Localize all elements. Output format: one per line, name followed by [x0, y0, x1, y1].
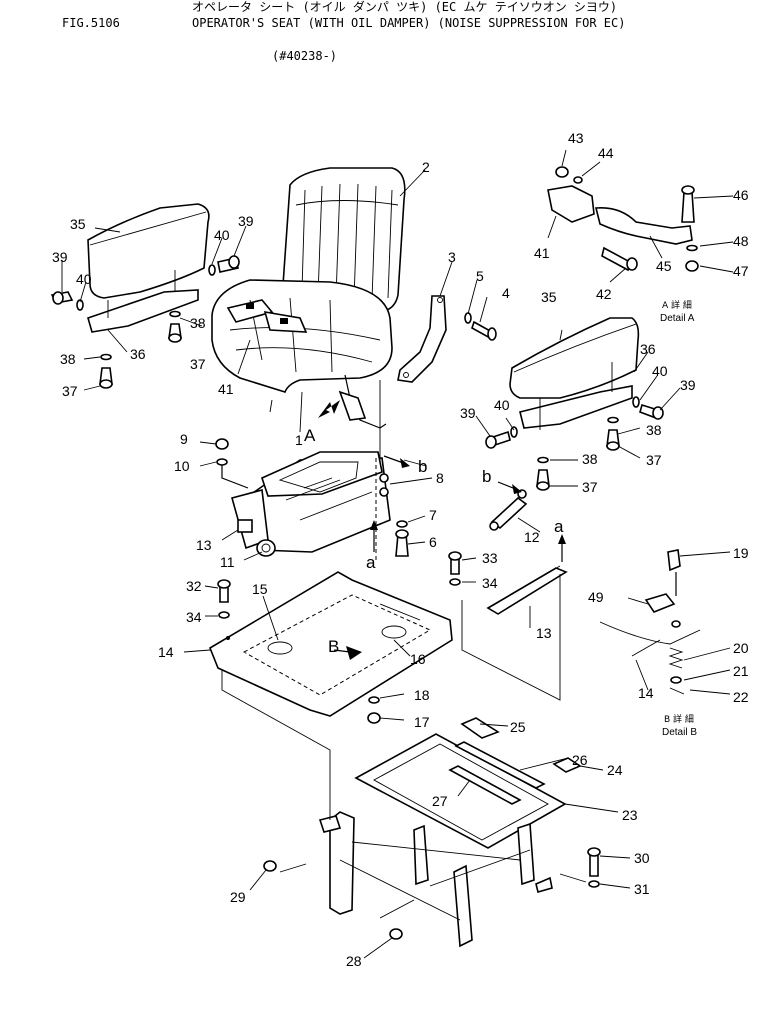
- callout-34-left: 34: [186, 609, 202, 625]
- callout-40-right-inner: 40: [494, 397, 510, 413]
- detail-a-caption-en: Detail A: [660, 313, 695, 324]
- marker-a-upper: a: [554, 517, 564, 536]
- callout-39-left-inner: 39: [238, 213, 254, 229]
- callout-44: 44: [598, 145, 614, 161]
- callout-41-detail-a: 41: [534, 245, 550, 261]
- callout-26: 26: [572, 752, 588, 768]
- callout-47: 47: [733, 263, 749, 279]
- bracket-3: [397, 295, 447, 383]
- callout-48: 48: [733, 233, 749, 249]
- callout-14-detail-b: 14: [638, 685, 654, 701]
- callout-20: 20: [733, 640, 749, 656]
- detail-b-caption-en: Detail B: [662, 727, 697, 738]
- marker-B: B: [328, 637, 339, 656]
- callout-labels: 1 2 3 4 5 6 7 8 9 10 11 12 13 13 14 14 1…: [52, 130, 749, 969]
- callout-41-seat-belt: 41: [218, 381, 234, 397]
- callout-7: 7: [429, 507, 437, 523]
- callout-31: 31: [634, 881, 650, 897]
- right-armrest: [509, 317, 640, 430]
- callout-11: 11: [220, 554, 235, 570]
- callout-37-right-outer: 37: [646, 452, 662, 468]
- slide-rail: [486, 567, 568, 615]
- figure-number: FIG.5106: [62, 16, 120, 30]
- marker-b-left: b: [482, 467, 491, 486]
- callout-37-right-inner: 37: [582, 479, 598, 495]
- floor-plate: [209, 571, 453, 717]
- callout-38-left-outer: 38: [60, 351, 76, 367]
- callout-13-suspension: 13: [196, 537, 212, 553]
- callout-1: 1: [295, 432, 303, 448]
- detail-captions: A 詳 細 Detail A B 詳 細 Detail B: [660, 299, 697, 738]
- callout-17: 17: [414, 714, 430, 730]
- callout-23: 23: [622, 807, 638, 823]
- callout-32: 32: [186, 578, 202, 594]
- callout-4: 4: [502, 285, 510, 301]
- callout-45: 45: [656, 258, 672, 274]
- callout-33: 33: [482, 550, 498, 566]
- callout-18: 18: [414, 687, 430, 703]
- callout-19: 19: [733, 545, 749, 561]
- callout-12: 12: [524, 529, 540, 545]
- callout-40-left-inner: 40: [214, 227, 230, 243]
- callout-2: 2: [422, 159, 430, 175]
- callout-39-right-outer: 39: [680, 377, 696, 393]
- reference-markers: A B a a b b: [304, 426, 564, 656]
- callout-35-left: 35: [70, 216, 86, 232]
- callout-5: 5: [476, 268, 484, 284]
- callout-22: 22: [733, 689, 749, 705]
- callout-46: 46: [733, 187, 749, 203]
- callout-15: 15: [252, 581, 268, 597]
- callout-35-right: 35: [541, 289, 557, 305]
- detail-a-caption-jp: A 詳 細: [662, 299, 692, 311]
- callout-16: 16: [410, 651, 426, 667]
- callout-6: 6: [429, 534, 437, 550]
- title-english: OPERATOR'S SEAT (WITH OIL DAMPER) (NOISE…: [192, 16, 625, 30]
- seat: [211, 167, 406, 429]
- callout-14: 14: [158, 644, 174, 660]
- base-frame: [318, 717, 582, 948]
- callout-29: 29: [230, 889, 246, 905]
- detail-a: [547, 166, 699, 272]
- callout-10: 10: [174, 458, 190, 474]
- callout-39-right-inner: 39: [460, 405, 476, 421]
- callout-24: 24: [607, 762, 623, 778]
- serial-range: (#40238-): [272, 49, 337, 63]
- callout-40-right-outer: 40: [652, 363, 668, 379]
- callout-38-right-outer: 38: [646, 422, 662, 438]
- callout-40-left-outer: 40: [76, 271, 92, 287]
- callout-37-left-inner: 37: [190, 356, 206, 372]
- callout-37-left-outer: 37: [62, 383, 78, 399]
- callout-43: 43: [568, 130, 584, 146]
- callout-21: 21: [733, 663, 749, 679]
- marker-b-right: b: [418, 457, 427, 476]
- callout-38-left-inner: 38: [190, 315, 206, 331]
- left-armrest: [87, 203, 210, 333]
- callout-3: 3: [448, 249, 456, 265]
- reference-arrows: [318, 400, 566, 660]
- callout-8: 8: [436, 470, 444, 486]
- marker-A: A: [304, 426, 316, 445]
- callout-28: 28: [346, 953, 362, 969]
- detail-b-caption-jp: B 詳 細: [664, 713, 694, 725]
- callout-25: 25: [510, 719, 526, 735]
- suspension: [221, 451, 391, 560]
- detail-b: [599, 549, 701, 695]
- callout-36-left: 36: [130, 346, 146, 362]
- callout-42: 42: [596, 286, 612, 302]
- marker-a-lower: a: [366, 553, 376, 572]
- callout-9: 9: [180, 431, 188, 447]
- title-kana: オペレータ シート (オイル ダンパ ツキ) (EC ムケ テイソウオン シヨウ…: [192, 0, 617, 14]
- leader-lines: [61, 149, 734, 959]
- callout-13-rail: 13: [536, 625, 552, 641]
- callout-36-right: 36: [640, 341, 656, 357]
- callout-30: 30: [634, 850, 650, 866]
- callout-39-left-outer: 39: [52, 249, 68, 265]
- callout-27: 27: [432, 793, 448, 809]
- callout-38-right-inner: 38: [582, 451, 598, 467]
- callout-49: 49: [588, 589, 604, 605]
- callout-34-right: 34: [482, 575, 498, 591]
